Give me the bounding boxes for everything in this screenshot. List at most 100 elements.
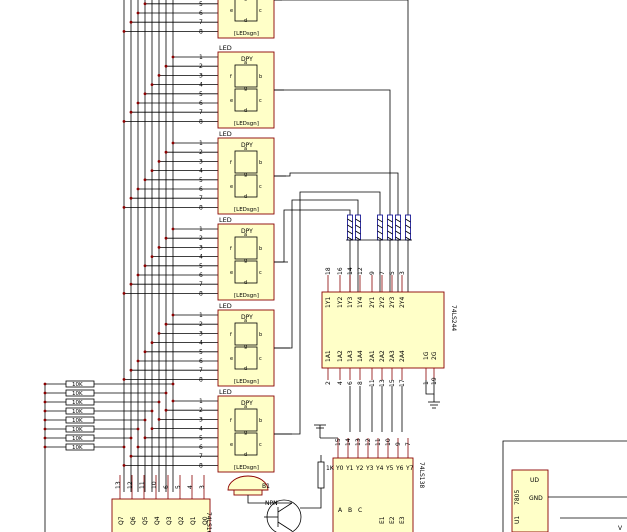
decoder-pin-number: 13 <box>355 438 362 446</box>
buffer-pin-number: 18 <box>325 267 332 275</box>
buffer-pin-number: 16 <box>337 267 344 275</box>
resistor-zigzag <box>405 230 411 235</box>
segment-d-label: d <box>244 280 247 286</box>
resistor-value: 10K <box>72 445 83 451</box>
buffer-output: 1Y2 <box>337 297 344 308</box>
resistor-zigzag <box>387 218 393 223</box>
lower-digit-frame <box>234 260 258 284</box>
segment-a-label: a <box>244 60 247 66</box>
resistor-zigzag <box>387 236 393 241</box>
segment-g-label: g <box>244 344 247 350</box>
resistor-zigzag <box>395 230 401 235</box>
segment-f-label: f <box>230 418 232 424</box>
resistor-10k: 10K <box>65 407 95 415</box>
junction-dot <box>143 178 147 182</box>
junction-dot <box>122 206 126 209</box>
decoder-output: Y1 <box>345 465 354 472</box>
pin-number: 2 <box>199 321 203 328</box>
display-name: DPY <box>241 142 253 149</box>
enable-ground-wire <box>425 380 435 395</box>
resistor-zigzag <box>355 230 361 235</box>
pin-number: 5 <box>199 177 203 184</box>
junction-dot <box>143 350 147 354</box>
regulator-pin: UD <box>530 477 539 484</box>
junction-dot <box>171 55 175 59</box>
transistor-collector <box>277 502 293 513</box>
transistor-type: NPN <box>265 500 278 507</box>
pin-number: 5 <box>199 91 203 98</box>
buffer-pin-number: 7 <box>379 271 386 275</box>
pin-number: 2 <box>199 149 203 156</box>
resistor-zigzag <box>377 236 383 241</box>
resistor-zigzag <box>355 218 361 223</box>
display-label: LED <box>219 130 232 138</box>
display-6: 1a2b3c4d5e6f7g8dpLEDDPYabcdefg[LEDsgn] <box>122 388 292 473</box>
sr-pin-number: 6 <box>163 485 170 489</box>
segment-f-label: f <box>230 74 232 80</box>
junction-dot <box>157 160 161 163</box>
junction-dot <box>143 436 147 440</box>
pin-number: 4 <box>199 168 203 175</box>
pin-number: 5 <box>199 349 203 356</box>
lower-digit-frame <box>234 88 258 112</box>
buffer-pin-number: 2 <box>325 381 332 385</box>
pin-number: 6 <box>199 444 203 451</box>
sr-output-name: Q0 <box>202 516 209 525</box>
junction-dot <box>129 368 133 372</box>
segment-g-label: g <box>244 172 247 178</box>
pin-number: 4 <box>199 340 203 347</box>
buffer-pin-number: 13 <box>379 379 386 387</box>
sr-pin-number: 10 <box>151 481 158 489</box>
segment-e-label: e <box>230 356 233 362</box>
display-part: [LEDsgn] <box>234 207 259 213</box>
buffer-pin-number: 11 <box>369 379 376 387</box>
regulator-ref: U1 <box>514 516 521 524</box>
segment-c-label: c <box>259 98 262 104</box>
segment-d-label: d <box>244 194 247 200</box>
junction-dot <box>136 101 140 105</box>
buzzer-ref: B1 <box>262 483 270 490</box>
buffer-input: 1A4 <box>357 350 364 362</box>
buffer-pin-number: 17 <box>399 379 406 387</box>
pin-number: 8 <box>199 290 203 297</box>
buffer-input: 2A4 <box>399 350 406 362</box>
sr-output-name: Q6 <box>130 516 137 525</box>
resistor-zigzag <box>405 224 411 229</box>
resistor-value: 10K <box>72 427 83 433</box>
display-part: [LEDsgn] <box>234 293 259 299</box>
decoder-output: Y4 <box>375 465 384 472</box>
lower-digit-frame <box>234 174 258 198</box>
display-3: 1a2b3c4d5e6f7g8dpLEDDPYabcdefg[LEDsgn] <box>122 130 286 215</box>
pin-number: 4 <box>199 82 203 89</box>
decoder-enable: E3 <box>399 516 406 524</box>
junction-dot <box>150 427 154 430</box>
decoder-pin-number: 14 <box>345 438 352 446</box>
pin-number: 1 <box>199 312 203 319</box>
resistor-zigzag <box>377 230 383 235</box>
junction-dot <box>43 436 47 440</box>
shift-register-body <box>111 498 211 532</box>
junction-dot <box>43 400 47 404</box>
buffer-pin-number: 9 <box>369 271 376 275</box>
resistor-zigzag <box>395 236 401 241</box>
resistor-zigzag <box>355 224 361 229</box>
buffer-body <box>321 291 445 369</box>
buffer-pin-number: 8 <box>357 381 364 385</box>
segment-e-label: e <box>230 8 233 14</box>
display-label: LED <box>219 302 232 310</box>
junction-dot <box>143 92 147 96</box>
junction-dot <box>136 427 140 431</box>
junction-dot <box>136 187 140 191</box>
pin-number: 7 <box>199 453 203 460</box>
decoder-name: 74LS138 <box>418 462 425 488</box>
segment-c-label: c <box>259 8 262 14</box>
buffer-enable-name: 1G <box>423 351 430 360</box>
junction-dot <box>164 391 168 395</box>
junction-dot <box>43 445 47 449</box>
segment-f-label: f <box>230 246 232 252</box>
pin-number: 8 <box>199 376 203 383</box>
segment-b-label: b <box>259 160 262 166</box>
display-5: 1a2b3c4d5e6f7g8dpLEDDPYabcdefg[LEDsgn] <box>122 302 290 387</box>
